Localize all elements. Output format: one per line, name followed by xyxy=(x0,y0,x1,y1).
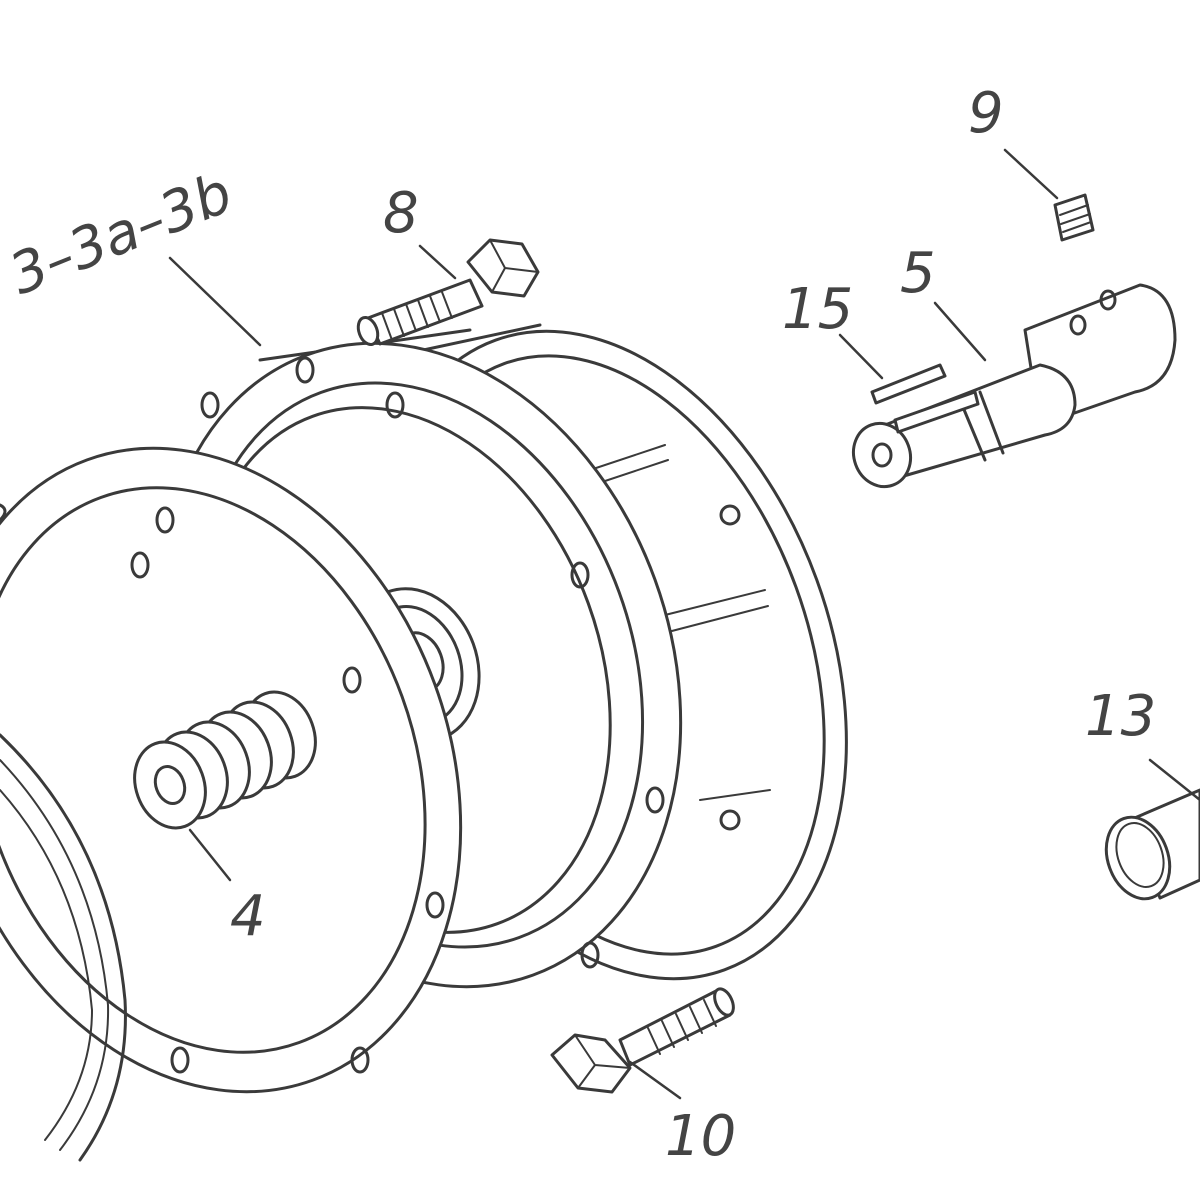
bolt-part-8 xyxy=(356,238,540,347)
bolt-part-10 xyxy=(550,987,735,1094)
callout-5: 5 xyxy=(900,241,936,306)
leader-lines xyxy=(168,148,1200,1100)
callout-9: 9 xyxy=(968,81,1004,146)
key-part-15 xyxy=(870,363,947,405)
callout-15: 15 xyxy=(782,277,853,342)
sleeve-part-13 xyxy=(1104,788,1200,901)
callout-4: 4 xyxy=(230,884,266,949)
callout-3-3a-3b: 3–3a–3b xyxy=(1,161,241,308)
shaft-part-5 xyxy=(852,283,1177,489)
callout-10: 10 xyxy=(665,1104,736,1169)
partial-casing-left xyxy=(0,503,127,1162)
callout-13: 13 xyxy=(1085,684,1156,749)
set-screw-part-9 xyxy=(1053,193,1095,242)
callout-8: 8 xyxy=(383,181,419,246)
mechanical-seal-part-4 xyxy=(133,690,317,830)
